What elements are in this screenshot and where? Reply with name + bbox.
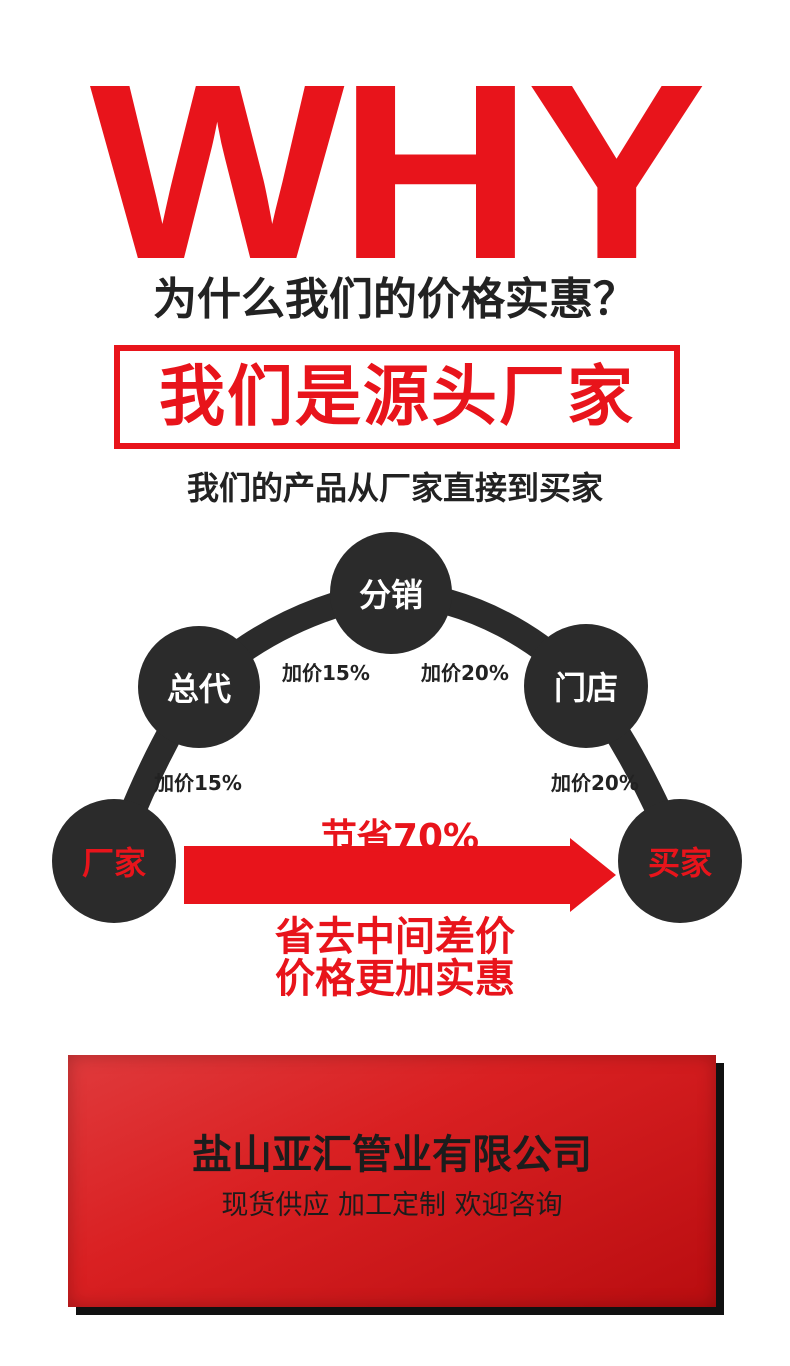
markup-agent-distribution: 加价15%	[282, 661, 370, 685]
company-panel	[68, 1055, 716, 1307]
why-headline: WHY	[89, 32, 707, 311]
savings-arrow	[184, 838, 616, 912]
factory-label: 厂家	[81, 844, 146, 882]
buyer-node: 买家	[618, 799, 742, 923]
company-tagline: 现货供应 加工定制 欢迎咨询	[221, 1190, 563, 1221]
source-factory-box	[114, 345, 680, 449]
company-name: 盐山亚汇管业有限公司	[192, 1132, 592, 1178]
subtitle: 我们的产品从厂家直接到买家	[186, 469, 603, 507]
buyer-label: 买家	[647, 844, 712, 882]
general-agent-node: 总代	[138, 626, 260, 748]
savings-label: 节省70%	[320, 817, 480, 858]
store-label: 门店	[553, 669, 618, 707]
store-node: 门店	[524, 624, 648, 748]
source-factory-text: 我们是源头厂家	[159, 358, 635, 435]
general-agent-label: 总代	[166, 670, 231, 708]
distribution-label: 分销	[358, 576, 423, 614]
markup-factory-agent: 加价15%	[154, 771, 242, 795]
markup-distribution-store: 加价20%	[421, 661, 509, 685]
slogan-line-2: 价格更加实惠	[275, 956, 515, 1002]
distribution-node: 分销	[330, 532, 452, 654]
question-heading: 为什么我们的价格实惠？	[153, 274, 637, 325]
factory-node: 厂家	[52, 799, 176, 923]
markup-store-buyer: 加价20%	[551, 771, 639, 795]
slogan-line-1: 省去中间差价	[275, 914, 515, 960]
